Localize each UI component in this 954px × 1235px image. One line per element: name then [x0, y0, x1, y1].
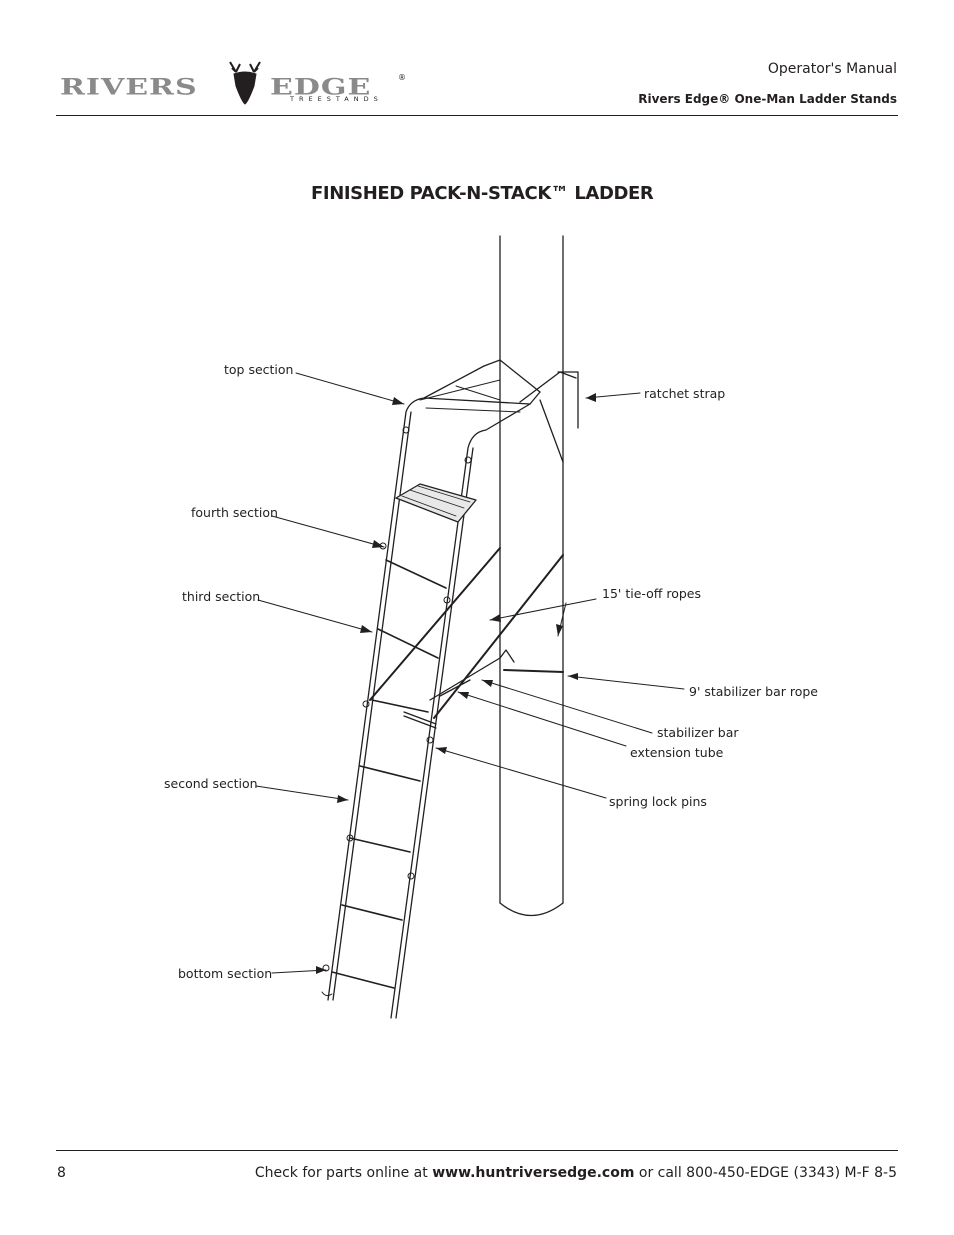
manual-title: Operator's Manual	[767, 61, 897, 77]
footer-contact: Check for parts online at www.huntrivers…	[255, 1165, 897, 1181]
ladder-rungs	[331, 559, 447, 989]
tie-off-ropes	[369, 547, 564, 719]
svg-text:®: ®	[398, 73, 406, 82]
svg-text:TREESTANDS: TREESTANDS	[289, 95, 383, 103]
arrow-heads	[316, 393, 596, 974]
header-rule	[56, 115, 898, 116]
footer-url-link[interactable]: www.huntriversedge.com	[432, 1165, 635, 1181]
platform-seat	[395, 379, 541, 523]
label-second-section: second section	[164, 776, 258, 791]
extension-tube	[439, 679, 471, 697]
ratchet-strap-buckle	[557, 371, 579, 429]
svg-text:RIVERS: RIVERS	[60, 74, 198, 100]
product-line: Rivers Edge® One-Man Ladder Stands	[638, 92, 897, 106]
label-bottom-section: bottom section	[178, 966, 273, 981]
leader-arrows	[255, 372, 685, 974]
page-number: 8	[57, 1165, 66, 1181]
section-title: FINISHED PACK-N-STACK™ LADDER	[311, 183, 654, 204]
lower-brace	[403, 711, 437, 729]
label-tie-off-ropes: 15' tie-off ropes	[602, 586, 702, 601]
spring-lock-pins	[321, 426, 472, 997]
strap-rope	[539, 399, 564, 463]
deer-head-icon	[229, 61, 261, 105]
footer-suffix: or call 800-450-EDGE (3343) M-F 8-5	[634, 1165, 897, 1181]
footer-prefix: Check for parts online at	[254, 1165, 433, 1181]
label-third-section: third section	[182, 589, 261, 604]
label-stabilizer-bar: stabilizer bar	[657, 725, 739, 740]
label-stabilizer-rope: 9' stabilizer bar rope	[689, 684, 818, 699]
rivers-edge-logo: RIVERS EDGE ® TREESTANDS	[58, 60, 418, 110]
footer-rule	[56, 1150, 898, 1151]
label-ratchet-strap: ratchet strap	[644, 386, 726, 401]
svg-text:EDGE: EDGE	[270, 74, 371, 100]
label-fourth-section: fourth section	[191, 505, 278, 520]
label-top-section: top section	[224, 362, 294, 377]
tree-trunk	[499, 235, 564, 916]
label-spring-lock-pins: spring lock pins	[609, 794, 707, 809]
label-extension-tube: extension tube	[630, 745, 724, 760]
stabilizer-bar	[429, 649, 515, 701]
